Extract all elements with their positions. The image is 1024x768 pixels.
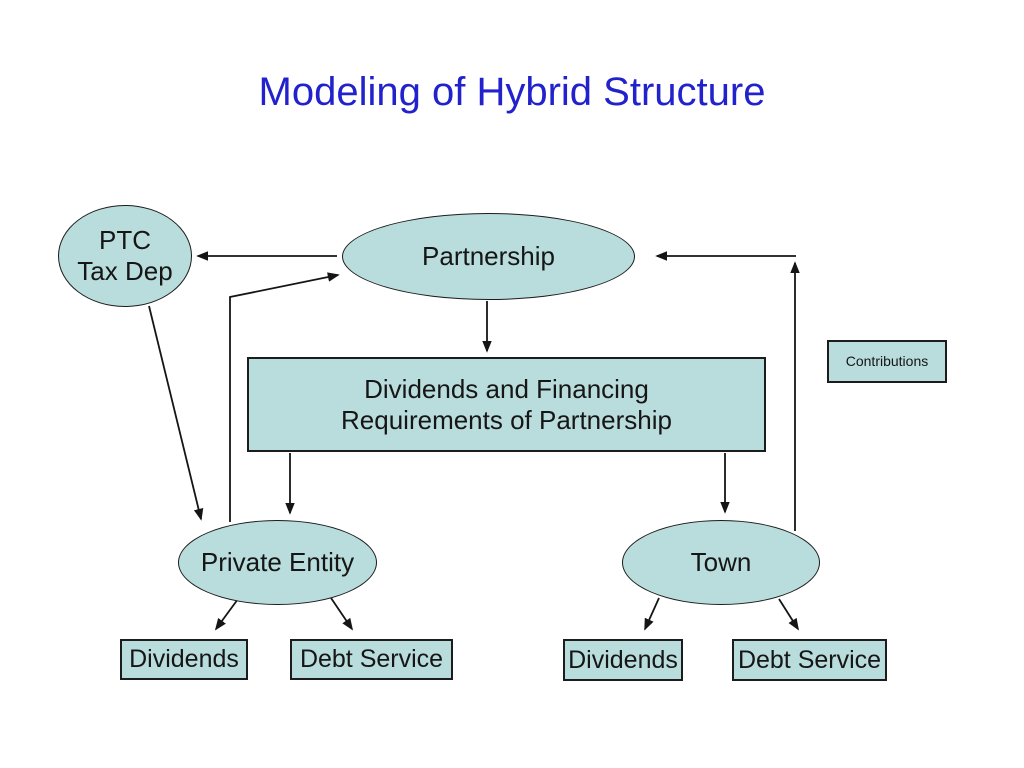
node-ptc-tax-dep: PTC Tax Dep bbox=[58, 205, 192, 307]
arrow-private-entity-to-partnership bbox=[229, 272, 340, 522]
node-label: Debt Service bbox=[299, 645, 444, 673]
arrow-town-to-dividends bbox=[644, 597, 660, 631]
node-label: Partnership bbox=[422, 241, 555, 271]
node-partnership: Partnership bbox=[342, 213, 635, 300]
node-town-debt-service: Debt Service bbox=[732, 639, 887, 681]
node-label-line1: PTC bbox=[99, 225, 151, 255]
node-label: Dividends bbox=[129, 645, 239, 673]
node-label: Contributions bbox=[845, 353, 929, 369]
node-label-line2: Requirements of Partnership bbox=[341, 404, 672, 435]
arrow-private-entity-to-dividends bbox=[214, 598, 239, 631]
node-label: Dividends bbox=[568, 645, 678, 674]
node-town: Town bbox=[622, 520, 820, 605]
node-private-entity-dividends: Dividends bbox=[120, 639, 248, 680]
node-requirements: Dividends and Financing Requirements of … bbox=[247, 357, 766, 452]
arrow-ptc-to-private-entity bbox=[148, 305, 204, 521]
node-contributions: Contributions bbox=[827, 340, 947, 383]
arrow-town-to-debt-service bbox=[778, 598, 799, 631]
node-label: Debt Service bbox=[737, 645, 882, 674]
slide-title: Modeling of Hybrid Structure bbox=[258, 70, 766, 114]
node-private-entity-debt-service: Debt Service bbox=[290, 639, 453, 680]
arrow-private-entity-to-debt-service bbox=[330, 597, 354, 631]
node-label: Town bbox=[690, 547, 752, 577]
node-label: Private Entity bbox=[200, 547, 355, 577]
node-private-entity: Private Entity bbox=[178, 520, 377, 605]
node-label-line2: Tax Dep bbox=[77, 256, 173, 286]
node-label-line1: Dividends and Financing bbox=[364, 373, 649, 404]
node-town-dividends: Dividends bbox=[563, 639, 683, 681]
